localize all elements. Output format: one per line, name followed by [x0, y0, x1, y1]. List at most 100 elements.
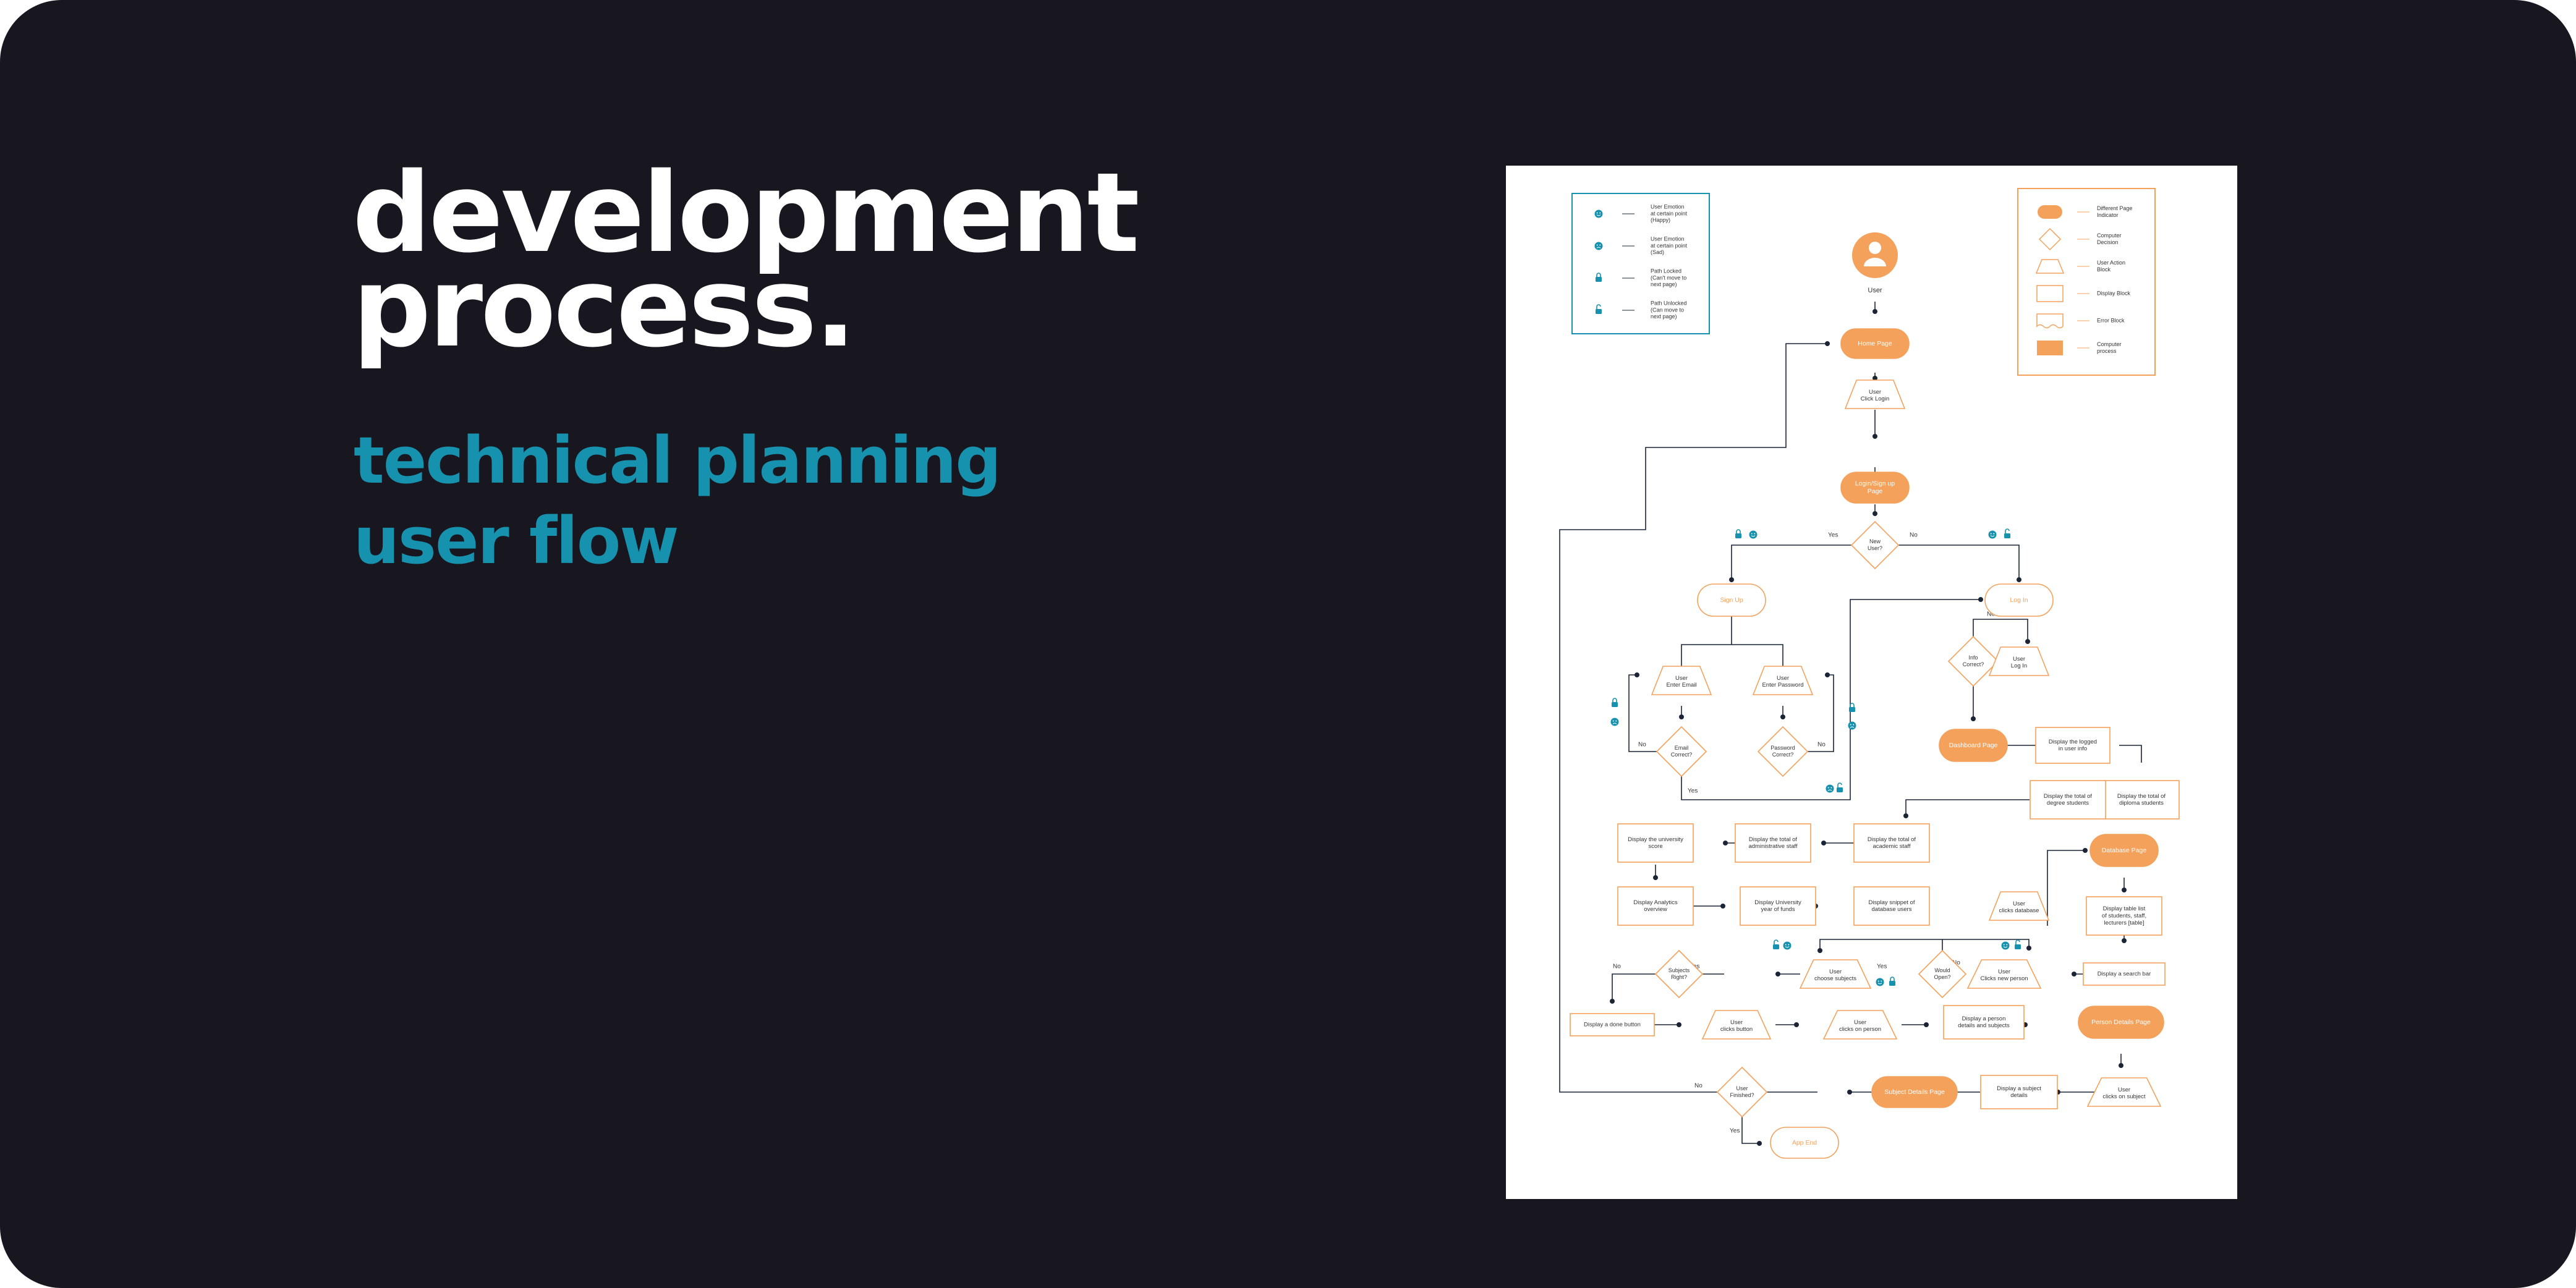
node-email-correct-decision	[1656, 726, 1707, 777]
node-university-score-text: Display the university	[1628, 836, 1683, 843]
smile-face-icon	[1594, 210, 1603, 218]
node-login-signup-page	[1840, 472, 1910, 504]
flow-arrowhead	[2025, 639, 2030, 644]
face-eye	[1596, 244, 1598, 246]
node-total-academic	[1853, 823, 1930, 863]
node-database-page	[2089, 834, 2159, 867]
node-analytics-overview-text: overview	[1644, 906, 1667, 913]
node-app-end	[1770, 1127, 1839, 1159]
face-eye	[1754, 533, 1756, 535]
face-eye	[1599, 212, 1601, 214]
lock-open-icon	[2015, 944, 2021, 949]
edge-label: No	[1694, 1083, 1702, 1090]
legend-diamond-shape	[2038, 227, 2062, 251]
node-total-degree-text: Display the total of	[2044, 793, 2093, 800]
edge-label: No	[1987, 611, 1995, 618]
smile-face-icon	[1783, 941, 1792, 950]
legend-left-item-text: (Can't move to	[1651, 274, 1686, 281]
face-eye	[1850, 724, 1851, 726]
node-subject-details-text: details	[2010, 1092, 2028, 1099]
legend-left-box	[1571, 193, 1710, 334]
node-enter-email	[1651, 666, 1712, 695]
node-clicks-subject-text: User	[2118, 1087, 2130, 1093]
legend-right-item-text: Computer	[2097, 341, 2122, 347]
flow-arrowhead	[1817, 948, 1822, 953]
face-mouth	[1990, 535, 1995, 537]
node-enter-email-text: Enter Email	[1666, 682, 1696, 688]
lock-closed-icon	[1612, 702, 1618, 707]
node-sign-up	[1697, 583, 1766, 617]
node-search-bar	[2083, 962, 2166, 986]
node-app-end-text: App End	[1792, 1139, 1817, 1146]
node-subject-details-page	[1871, 1076, 1958, 1108]
node-snippet-users	[1853, 886, 1930, 926]
node-new-user-decision-text: New	[1869, 538, 1881, 544]
flow-connector	[2119, 745, 2142, 763]
legend-trapezoid-shape	[2035, 259, 2065, 274]
flow-arrowhead	[1757, 1141, 1762, 1146]
legend-right-item-text: Indicator	[2097, 212, 2119, 218]
legend-left-item-text: User Emotion	[1651, 204, 1685, 210]
node-clicks-subject-text: clicks on subject	[2102, 1093, 2146, 1100]
edge-label: No	[1613, 964, 1621, 970]
node-home-page-text: Home Page	[1858, 340, 1892, 347]
flow-arrowhead	[1610, 999, 1615, 1004]
node-person-details-text: Display a person	[1962, 1015, 2006, 1022]
face-eye	[2003, 944, 2005, 946]
face-mouth	[1827, 789, 1832, 791]
legend-left-item-text: at certain point	[1651, 242, 1688, 248]
node-subject-details	[1980, 1075, 2058, 1109]
node-dashboard-page	[1939, 729, 2008, 762]
flow-connector	[1628, 674, 1669, 752]
node-log-in	[1984, 583, 2054, 617]
lock-open-icon-shackle	[1596, 304, 1601, 309]
node-subject-details-page-text: Subject Details Page	[1884, 1088, 1945, 1096]
lock-closed-icon	[1596, 277, 1602, 282]
node-click-login	[1844, 379, 1906, 409]
lock-closed-icon	[1849, 707, 1855, 712]
flow-connector	[1905, 799, 2030, 816]
page-subtitle: technical planning user flow	[354, 420, 1001, 581]
node-would-open-decision-text: Would	[1934, 967, 1950, 973]
node-total-diploma-text: Display the total of	[2117, 793, 2166, 800]
node-click-login-text: Click Login	[1861, 396, 1889, 402]
lock-open-icon	[1773, 944, 1779, 949]
node-person-details-page-text: Person Details Page	[2091, 1019, 2151, 1026]
flow-connector	[1732, 644, 1783, 670]
face-mouth	[1785, 946, 1790, 948]
node-dashboard-page-text: Dashboard Page	[1949, 742, 1998, 749]
flow-arrowhead	[1825, 672, 1830, 677]
user-avatar-icon	[1852, 232, 1898, 278]
node-info-correct-decision-text: Info	[1968, 655, 1978, 661]
node-password-correct-decision-text: Correct?	[1772, 752, 1794, 758]
smile-face-icon	[2001, 941, 2010, 950]
face-mouth	[2003, 946, 2008, 948]
edge-label: No	[1910, 532, 1918, 539]
node-login-signup-page-text: Login/Sign up	[1855, 480, 1895, 487]
legend-right-item-text: Block	[2097, 266, 2111, 273]
lock-closed-icon	[1889, 981, 1895, 986]
flow-connector	[1681, 644, 1732, 670]
node-person-details-page	[2078, 1006, 2164, 1039]
flow-arrowhead	[1723, 841, 1728, 845]
lock-open-icon-shackle	[1774, 939, 1779, 944]
face-mouth	[1877, 983, 1882, 985]
node-clicks-subject	[2086, 1077, 2162, 1107]
legend-left-item-text: User Emotion	[1651, 236, 1685, 242]
node-subjects-right-decision-text: Subjects	[1668, 967, 1690, 973]
flow-arrowhead	[2083, 848, 2088, 853]
node-user-finished-decision-text: Finished?	[1730, 1092, 1754, 1098]
smile-face-icon	[1749, 530, 1758, 539]
legend-right-item-text: User Action	[2097, 260, 2125, 266]
flow-connector	[1681, 599, 1981, 800]
node-total-academic-text: academic staff	[1872, 843, 1910, 850]
face-eye	[1785, 944, 1787, 946]
face-eye	[1788, 944, 1790, 946]
subtitle-line-2: user flow	[354, 503, 679, 578]
smile-face-icon	[1988, 530, 1997, 539]
node-done-button-text: Display a done button	[1584, 1022, 1641, 1028]
node-would-open-decision-text: Open?	[1934, 974, 1950, 980]
node-sign-up-text: Sign Up	[1720, 596, 1743, 604]
node-display-table-text: Display table list	[2103, 905, 2146, 912]
